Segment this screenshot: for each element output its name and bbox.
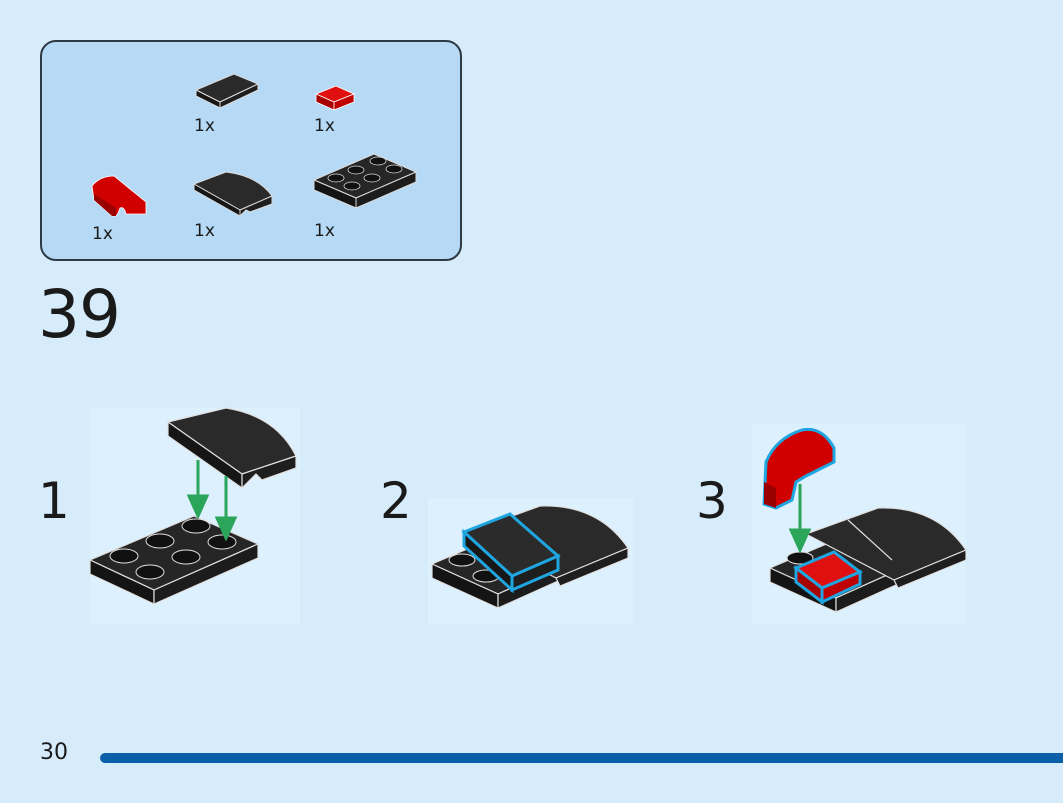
parts-list-box: 1x 1x 1x 1x 1x [40, 40, 462, 261]
part-qty: 1x [314, 116, 335, 136]
part-black-curved-slope [192, 171, 273, 218]
part-black-plate-2x3 [312, 153, 418, 209]
substep-label: 2 [380, 472, 412, 530]
substep-1-illustration [88, 407, 297, 605]
part-qty: 1x [194, 116, 215, 136]
part-qty: 1x [92, 224, 113, 244]
progress-bar [100, 753, 1063, 763]
page-number: 30 [40, 740, 68, 765]
part-qty: 1x [314, 221, 335, 241]
substep-3-illustration [762, 427, 967, 613]
substep-label: 3 [696, 472, 728, 530]
part-red-slope [91, 175, 147, 217]
substep-label: 1 [38, 472, 70, 530]
substep-2-illustration [430, 505, 629, 609]
part-red-tile-1x1 [314, 85, 356, 111]
part-black-tile-1x2 [194, 73, 260, 109]
part-qty: 1x [194, 221, 215, 241]
step-number: 39 [38, 276, 121, 353]
